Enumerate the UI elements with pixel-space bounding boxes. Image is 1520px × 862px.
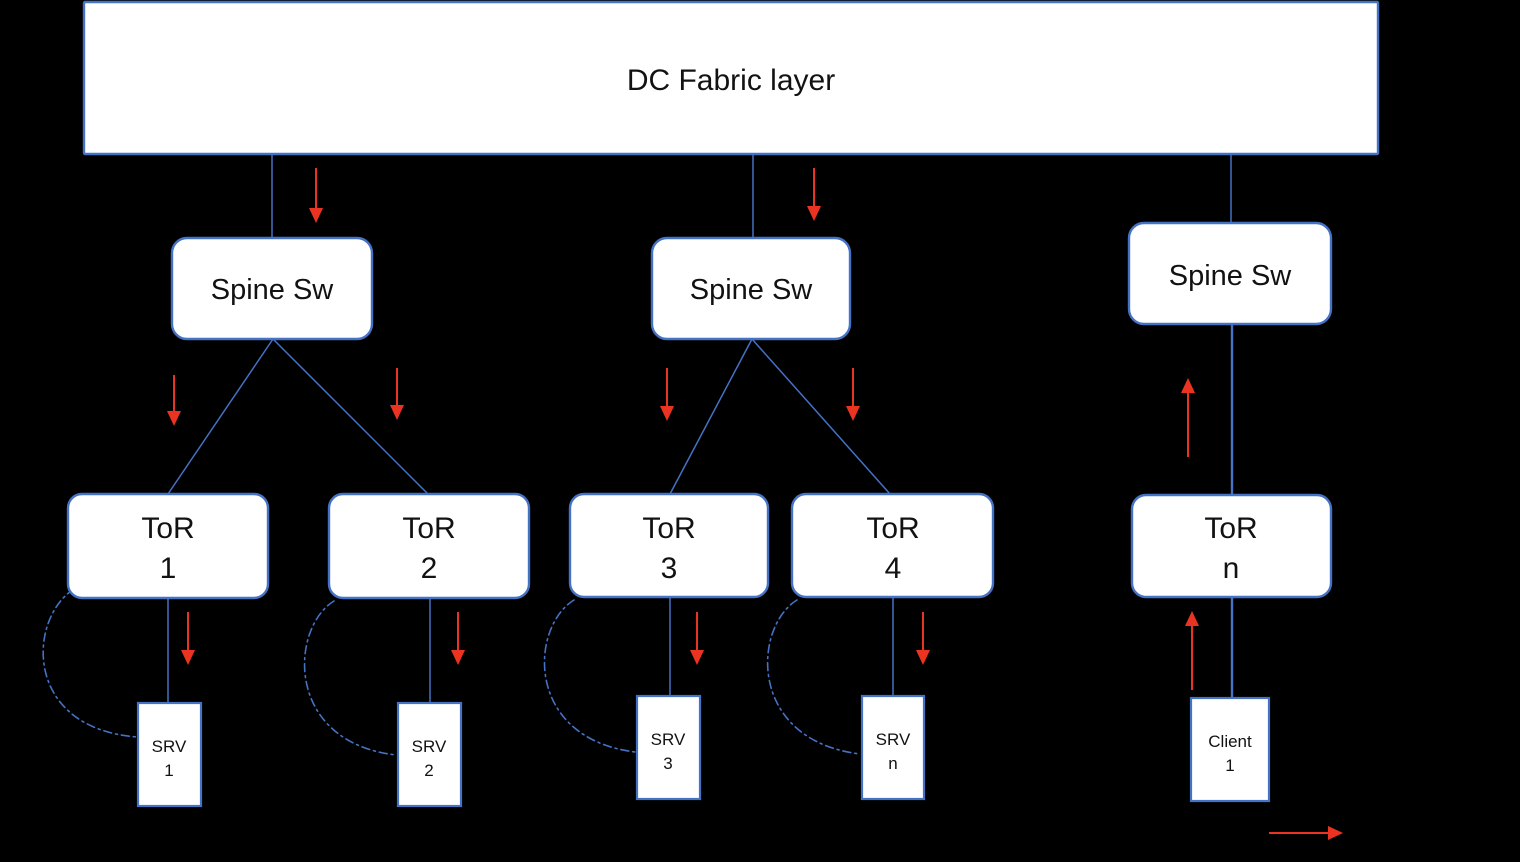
tor-switch-n-box — [1130, 493, 1333, 599]
tor-switch-4-box — [790, 492, 995, 599]
tor-switch-1-box — [66, 492, 270, 600]
client-1: Client 1 — [1189, 696, 1271, 803]
server-1-label: SRV — [152, 737, 187, 756]
server-2: SRV 2 — [396, 701, 463, 808]
loop-arc-tor2-srv2 — [303, 600, 397, 756]
link-spine2-tor4 — [751, 338, 891, 495]
tor-switch-n-label: ToR — [1204, 512, 1257, 545]
fabric-layer-label: DC Fabric layer — [627, 64, 835, 97]
tor-switch-2-label: ToR — [402, 512, 455, 545]
server-3-label: SRV — [651, 730, 686, 749]
server-3-box — [635, 694, 702, 801]
tor-switch-4-label: ToR — [866, 512, 919, 545]
client-1-label: Client — [1208, 732, 1252, 751]
spine-switch-2-box — [650, 236, 852, 341]
server-1-number: 1 — [164, 761, 173, 780]
link-spine1-tor2 — [272, 338, 429, 495]
client-1-box — [1189, 696, 1271, 803]
spine-switch-1-label: Spine Sw — [211, 274, 335, 306]
client-1-number: 1 — [1225, 756, 1234, 775]
fabric-layer-node: DC Fabric layer — [82, 0, 1380, 156]
spine-switch-2: Spine Sw — [650, 236, 852, 341]
tor-switch-2-number: 2 — [421, 552, 438, 585]
server-2-box — [396, 701, 463, 808]
server-n: SRV n — [860, 694, 926, 801]
tor-switch-n-number: n — [1223, 552, 1240, 585]
server-n-number: n — [888, 754, 897, 773]
tor-switch-2-box — [327, 492, 531, 600]
tor-switch-3-label: ToR — [642, 512, 695, 545]
server-3: SRV 3 — [635, 694, 702, 801]
server-1: SRV 1 — [136, 701, 203, 808]
tor-switch-n: ToR n — [1130, 493, 1333, 599]
tor-switch-1: ToR 1 — [66, 492, 270, 600]
server-n-label: SRV — [876, 730, 911, 749]
tor-switch-3: ToR 3 — [568, 492, 770, 599]
loop-arc-tor1-srv1 — [42, 588, 138, 738]
tor-switch-4-number: 4 — [885, 552, 902, 585]
tor-switch-1-number: 1 — [160, 552, 177, 585]
tor-switch-1-label: ToR — [141, 512, 194, 545]
fabric-layer-box — [82, 0, 1380, 156]
spine-switch-1: Spine Sw — [170, 236, 374, 341]
server-1-box — [136, 701, 203, 808]
spine-switch-n: Spine Sw — [1127, 221, 1333, 326]
spine-switch-n-label: Spine Sw — [1169, 260, 1293, 292]
tor-switch-2: ToR 2 — [327, 492, 531, 600]
server-2-label: SRV — [412, 737, 447, 756]
server-2-number: 2 — [424, 761, 433, 780]
loop-arc-tor4-srv-n — [766, 599, 861, 755]
tor-switch-4: ToR 4 — [790, 492, 995, 599]
link-spine1-tor1 — [167, 338, 274, 495]
loop-arc-tor3-srv3 — [543, 599, 636, 753]
spine-switch-n-box — [1127, 221, 1333, 326]
server-3-number: 3 — [663, 754, 672, 773]
server-n-box — [860, 694, 926, 801]
tor-switch-3-box — [568, 492, 770, 599]
spine-switch-1-box — [170, 236, 374, 341]
link-spine2-tor3 — [669, 338, 753, 495]
spine-switch-2-label: Spine Sw — [690, 274, 814, 306]
tor-switch-3-number: 3 — [661, 552, 678, 585]
